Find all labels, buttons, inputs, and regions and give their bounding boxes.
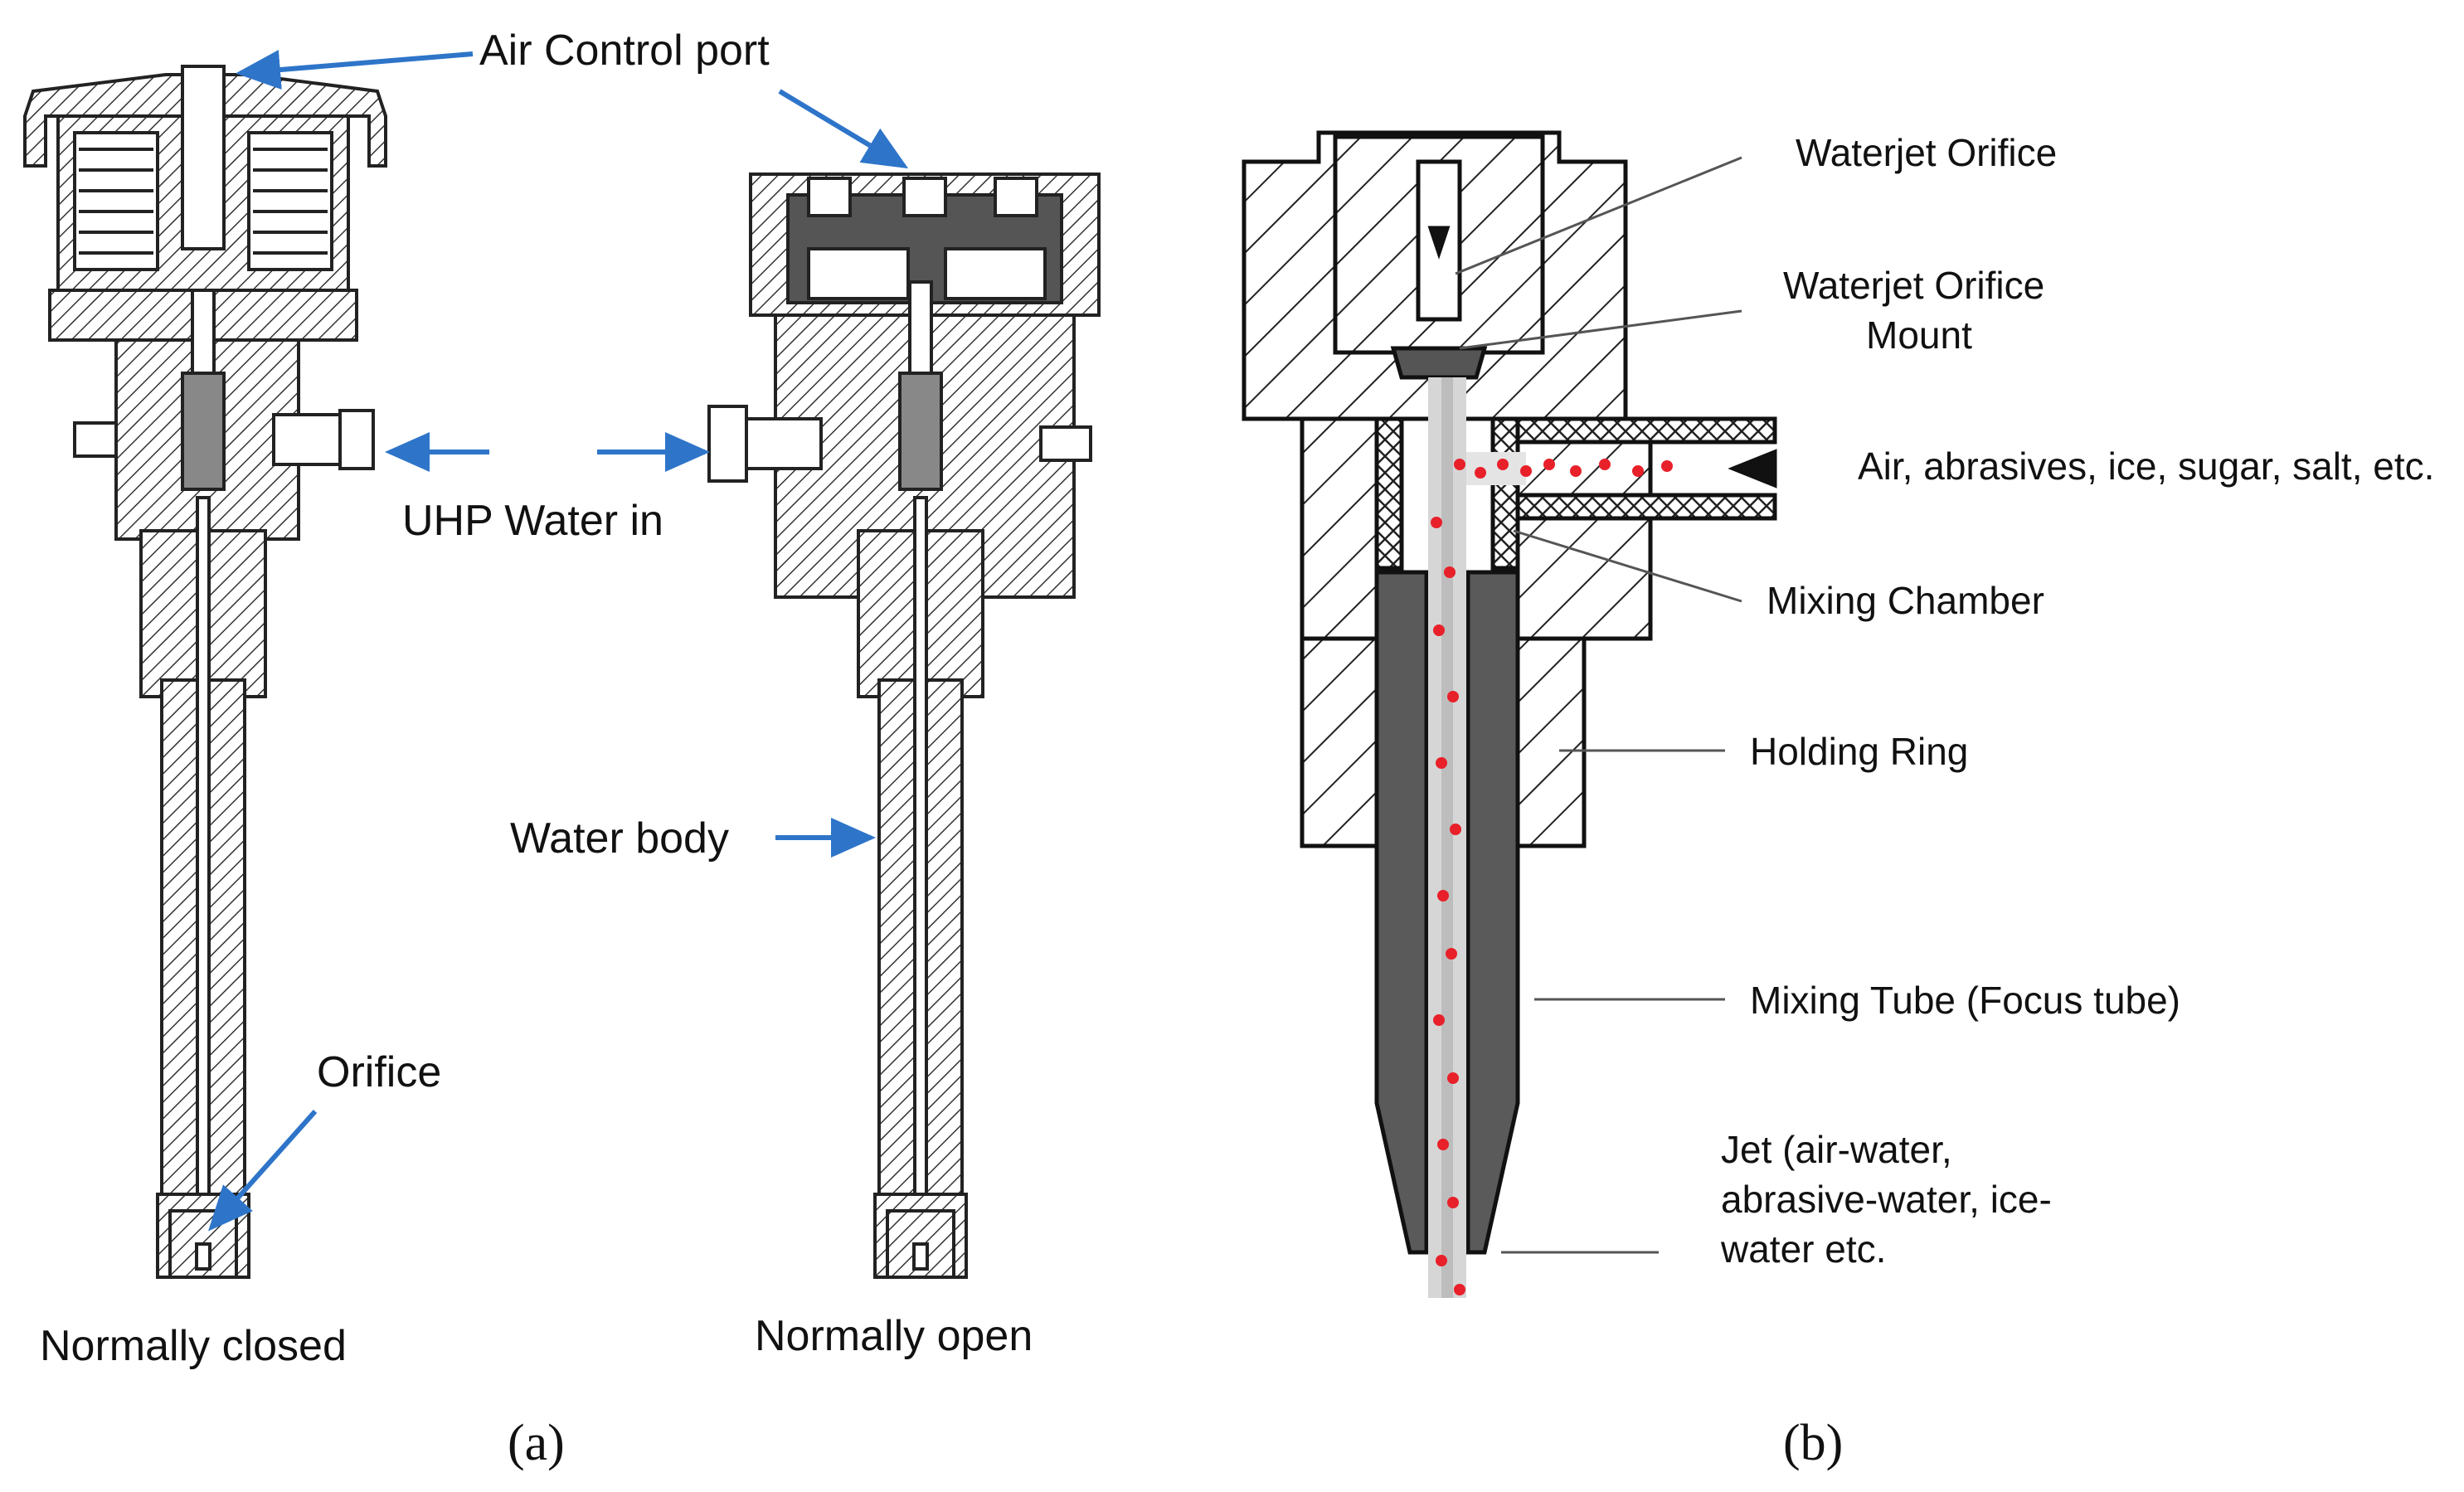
normally-closed-caption: Normally closed — [40, 1322, 347, 1370]
callout-mixing-tube: Mixing Tube (Focus tube) — [1750, 979, 2180, 1022]
callout-holding-ring: Holding Ring — [1750, 730, 1968, 773]
abrasive-particles — [1431, 459, 1673, 1295]
panel-b-leaders — [1455, 156, 1742, 1254]
jet-stream — [1428, 377, 1526, 1298]
air-port-arrow-left — [236, 50, 474, 90]
normally-closed-valve-drawing — [23, 65, 387, 1279]
callout-jet-line3: water etc. — [1720, 1227, 1886, 1271]
panel-b-label: (b) — [1783, 1415, 1843, 1471]
callout-jet-line1: Jet (air-water, — [1721, 1128, 1952, 1171]
uhp-water-in-label: UHP Water in — [402, 497, 663, 545]
callout-jet-line2: abrasive-water, ice- — [1721, 1178, 2052, 1221]
normally-open-valve-drawing — [707, 173, 1101, 1279]
air-control-port-label: Air Control port — [479, 27, 770, 75]
orifice-label: Orifice — [317, 1048, 441, 1096]
callout-waterjet-orifice: Waterjet Orifice — [1796, 131, 2057, 174]
callout-mixing-chamber: Mixing Chamber — [1767, 579, 2044, 622]
callout-feed-materials: Air, abrasives, ice, sugar, salt, etc. — [1858, 445, 2434, 488]
air-port-arrow-right — [778, 89, 909, 169]
panel-a-label: (a) — [508, 1415, 565, 1471]
callout-waterjet-orifice-mount-line2: Mount — [1866, 313, 1972, 357]
panel-a: Air Control port UHP Water in Water body… — [23, 27, 1101, 1471]
water-body-label: Water body — [510, 814, 729, 863]
callout-waterjet-orifice-mount-line1: Waterjet Orifice — [1783, 264, 2044, 307]
normally-open-caption: Normally open — [755, 1312, 1033, 1360]
orifice-arrow — [208, 1110, 318, 1232]
panel-a-arrows — [208, 50, 909, 1232]
panel-b: Waterjet Orifice Waterjet Orifice Mount … — [1242, 130, 2434, 1471]
abrasive-nozzle-drawing — [1242, 130, 1777, 1255]
